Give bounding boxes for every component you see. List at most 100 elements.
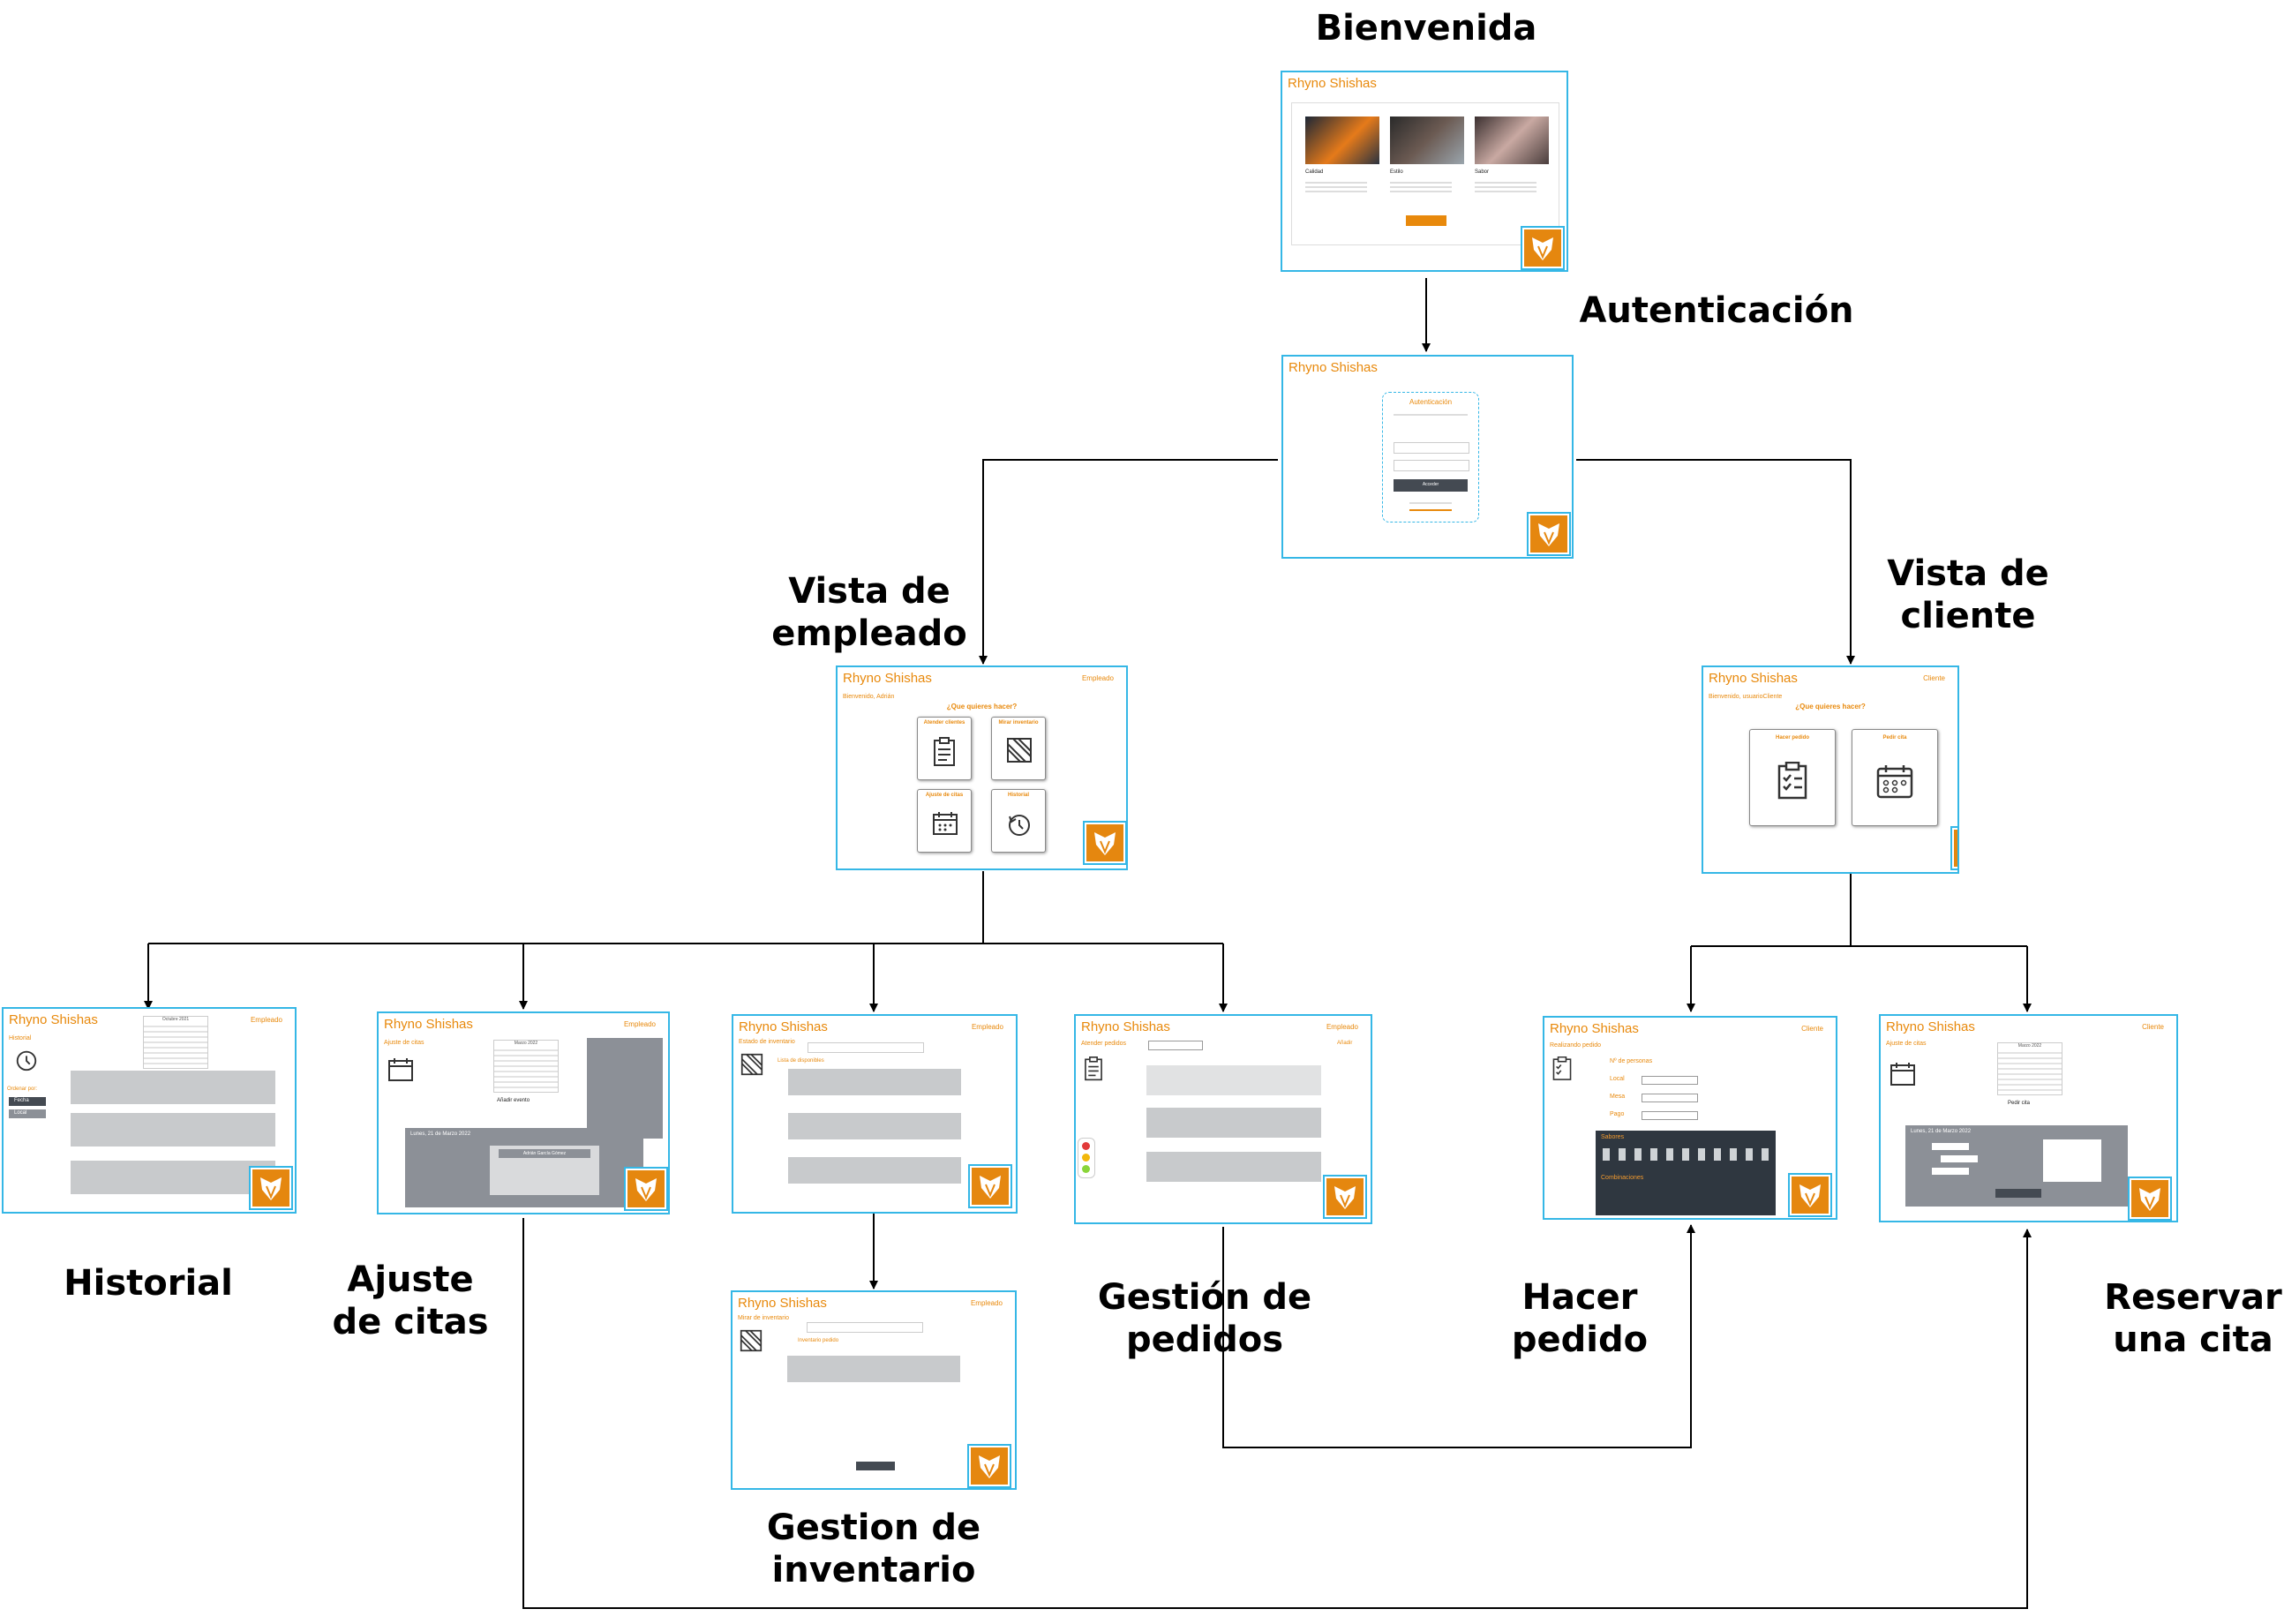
history-title: Historial	[9, 1035, 32, 1041]
inventory-row[interactable]	[787, 1356, 960, 1382]
calendar-icon	[1890, 1063, 1915, 1086]
screen-history: Rhyno Shishas Empleado Historial Octubre…	[2, 1007, 297, 1214]
label-orders-mgmt: Gestión de pedidos	[1097, 1277, 1312, 1360]
brand-title: Rhyno Shishas	[384, 1017, 473, 1032]
brand-title: Rhyno Shishas	[738, 1296, 827, 1311]
inventory-row[interactable]	[788, 1069, 961, 1095]
appointments-calendar[interactable]: Marzo 2022	[493, 1040, 559, 1093]
inventory-tabs[interactable]	[808, 1042, 924, 1053]
role-label: Empleado	[250, 1016, 282, 1024]
rhyno-logo-icon	[249, 1166, 293, 1210]
history-row[interactable]	[71, 1113, 275, 1147]
inventory-icon	[740, 1053, 763, 1076]
tile-book-appointment[interactable]: Pedir cita	[1852, 729, 1938, 826]
rhyno-logo-icon	[624, 1167, 668, 1211]
brand-title: Rhyno Shishas	[843, 671, 932, 686]
arrow-auth-to-employee	[979, 459, 1278, 665]
tile-history[interactable]: Historial	[991, 789, 1046, 853]
inventory-row[interactable]	[788, 1113, 961, 1139]
brand-title: Rhyno Shishas	[1288, 76, 1377, 91]
welcome-enter-button[interactable]	[1406, 215, 1446, 226]
password-field[interactable]	[1394, 460, 1469, 471]
table-select[interactable]	[1642, 1094, 1698, 1102]
label-place-order: Hacer pedido	[1511, 1277, 1649, 1360]
inventory-tabs[interactable]	[807, 1322, 923, 1333]
question: ¿Que quieres hacer?	[1795, 703, 1866, 710]
inventory-title: Estado de inventario	[739, 1039, 795, 1045]
order-list-icon	[1552, 1056, 1572, 1080]
add-event-button[interactable]: Añadir evento	[497, 1098, 530, 1103]
role-label: Cliente	[2142, 1023, 2164, 1031]
payment-select[interactable]	[1642, 1111, 1698, 1120]
brand-title: Rhyno Shishas	[9, 1012, 98, 1027]
field-local: Local	[1610, 1076, 1625, 1082]
place-field[interactable]	[1932, 1168, 1969, 1175]
add-order-button[interactable]: Añadir	[1337, 1041, 1353, 1046]
people-field[interactable]	[1941, 1155, 1978, 1162]
details-field[interactable]	[2043, 1139, 2101, 1182]
login-button[interactable]: Acceder	[1394, 479, 1468, 492]
screen-employee-view: Rhyno Shishas Empleado Bienvenido, Adriá…	[836, 665, 1128, 870]
role-label: Empleado	[971, 1023, 1003, 1031]
brand-title: Rhyno Shishas	[1550, 1021, 1639, 1036]
history-icon	[16, 1050, 37, 1071]
rhyno-logo-icon	[2128, 1177, 2172, 1221]
label-appointments-adjust: Ajuste de citas	[332, 1259, 489, 1342]
flavours-panel[interactable]: Sabores Combinaciones	[1596, 1131, 1776, 1215]
appointment-detail-panel: Lunes, 21 de Marzo 2022 Adrián García Gó…	[405, 1128, 643, 1207]
tile-place-order[interactable]: Hacer pedido	[1749, 729, 1836, 826]
order-row[interactable]	[1146, 1108, 1321, 1138]
available-list-title: Lista de disponibles	[778, 1058, 824, 1064]
feature-image-quality	[1305, 117, 1379, 164]
label-employee-view: Vista de empleado	[771, 571, 967, 654]
auth-title: Autenticación	[1409, 398, 1453, 406]
screen-client-view: Rhyno Shishas Cliente Bienvenido, usuari…	[1702, 665, 1959, 874]
order-by-date-button[interactable]: Fecha	[9, 1097, 46, 1106]
order-row[interactable]	[1146, 1152, 1321, 1182]
book-calendar[interactable]: Marzo 2022	[1997, 1042, 2062, 1095]
history-calendar[interactable]: Octubre 2021	[143, 1016, 208, 1069]
screen-orders: Rhyno Shishas Empleado Atender pedidos A…	[1074, 1014, 1372, 1224]
label-book-appointment: Reservar una cita	[2104, 1277, 2282, 1360]
inventory-edit-title: Mirar de inventario	[738, 1315, 789, 1321]
book-title: Ajuste de citas	[1886, 1041, 1927, 1047]
feature-quality: Calidad	[1305, 169, 1324, 175]
history-row[interactable]	[71, 1161, 275, 1194]
generate-order-button[interactable]	[856, 1462, 895, 1470]
tile-appointments[interactable]: Ajuste de citas	[917, 789, 972, 853]
role-label: Empleado	[623, 1020, 656, 1028]
rhyno-logo-icon	[1323, 1175, 1367, 1219]
order-by-label: Ordenar por:	[7, 1086, 38, 1092]
brand-title: Rhyno Shishas	[739, 1019, 828, 1034]
history-row[interactable]	[71, 1071, 275, 1104]
local-select[interactable]	[1642, 1076, 1698, 1085]
local-select[interactable]	[1148, 1041, 1203, 1050]
field-people: Nº de personas	[1610, 1058, 1653, 1064]
email-field[interactable]	[1394, 442, 1469, 454]
order-row[interactable]	[1146, 1065, 1321, 1095]
tile-inventory[interactable]: Mirar inventario	[991, 717, 1046, 780]
name-field[interactable]	[1932, 1143, 1969, 1150]
inventory-row[interactable]	[788, 1157, 961, 1184]
order-by-local-button[interactable]: Local	[9, 1109, 46, 1118]
brand-title: Rhyno Shishas	[1709, 671, 1798, 686]
appointment-card[interactable]: Adrián García Gómez	[490, 1146, 599, 1195]
label-inventory-mgmt: Gestion de inventario	[766, 1507, 981, 1590]
feature-taste: Sabor	[1475, 169, 1490, 175]
field-table: Mesa	[1610, 1094, 1626, 1100]
inventory-icon	[740, 1329, 763, 1352]
calendar-icon	[388, 1058, 413, 1081]
feature-image-style	[1390, 117, 1464, 164]
tile-attend-clients[interactable]: Atender clientes	[917, 717, 972, 780]
rhyno-logo-icon	[1083, 821, 1126, 865]
request-appointment-button[interactable]: Pedir cita	[2008, 1101, 2031, 1106]
rhyno-logo-icon	[1521, 226, 1565, 270]
role-label: Empleado	[1081, 674, 1114, 682]
role-label: Cliente	[1923, 674, 1945, 682]
screen-inventory: Rhyno Shishas Empleado Estado de inventa…	[732, 1014, 1018, 1214]
employee-branch-trunk	[148, 871, 1223, 944]
question: ¿Que quieres hacer?	[946, 703, 1018, 710]
send-button[interactable]	[1995, 1189, 2041, 1198]
greeting: Bienvenido, usuarioCliente	[1709, 694, 1783, 700]
